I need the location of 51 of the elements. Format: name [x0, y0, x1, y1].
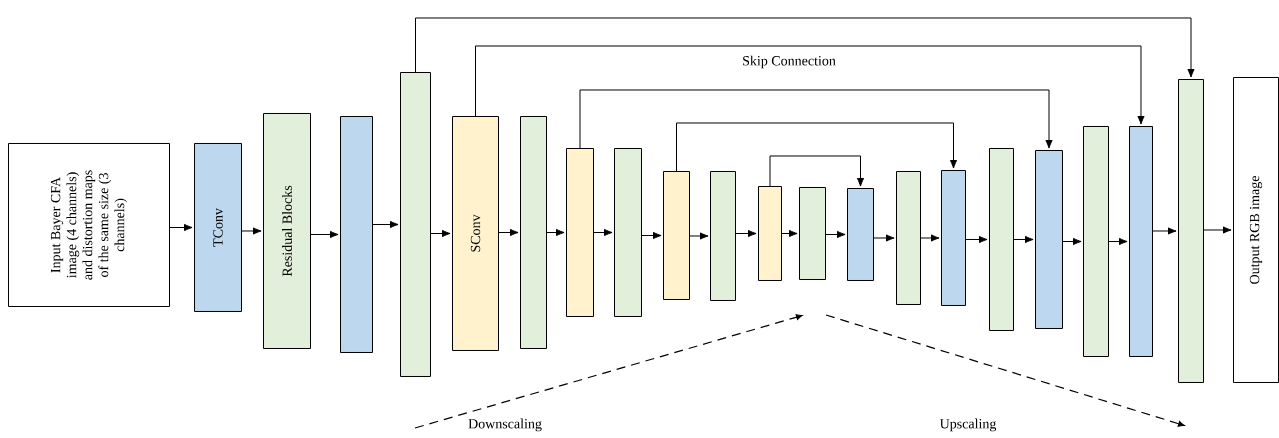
- arrow: [689, 232, 709, 240]
- layer-block: SConv: [452, 116, 499, 351]
- arrow: [415, 17, 1195, 78]
- arrow: [641, 231, 662, 240]
- layer-block: [663, 171, 690, 300]
- arrow: [735, 229, 757, 238]
- layer-block: [1083, 126, 1109, 357]
- layer-block: [799, 187, 826, 280]
- label: Skip Connection: [743, 55, 836, 69]
- arrow: [781, 229, 798, 238]
- arrow: [430, 229, 451, 238]
- arrow: [825, 230, 846, 239]
- label: Upscaling: [939, 418, 997, 432]
- arrow: [1062, 237, 1082, 246]
- layer-block: Residual Blocks: [263, 113, 311, 349]
- label: Downscaling: [468, 418, 542, 432]
- layer-block: [758, 186, 782, 281]
- layer-block: [710, 171, 736, 301]
- arrow: [769, 155, 865, 187]
- layer-block: [1035, 150, 1063, 329]
- layer-block: [1129, 126, 1153, 357]
- arrow: [310, 230, 339, 239]
- arrow: [498, 228, 519, 237]
- arrow: [372, 220, 399, 229]
- layer-block: [847, 188, 874, 281]
- layer-block: [520, 116, 547, 349]
- input-box: Input Bayer CFA image (4 channels) and distortion maps of the same size (3 channels): [8, 143, 170, 307]
- arrow: [169, 223, 193, 232]
- layer-block: [989, 148, 1014, 331]
- layer-block: [614, 148, 642, 317]
- arrow: [873, 234, 895, 242]
- arrow: [1108, 237, 1128, 246]
- arrow: [593, 228, 613, 237]
- arrow: [920, 234, 940, 242]
- layer-block: [941, 170, 966, 306]
- arrow: [475, 45, 1145, 125]
- arrow: [1203, 226, 1232, 234]
- output-box: Output RGB image: [1233, 77, 1279, 383]
- arrow: [676, 122, 958, 172]
- arrow: [546, 228, 565, 237]
- layer-block: TConv: [194, 143, 242, 312]
- layer-block: [566, 148, 594, 317]
- arrow: [1013, 235, 1034, 244]
- arrow: [1152, 227, 1177, 235]
- layer-block: [340, 116, 373, 353]
- arrow: [579, 89, 1053, 149]
- layer-block: [896, 171, 921, 305]
- layer-block: [1178, 79, 1204, 383]
- arrow: [965, 235, 988, 244]
- arrow: [241, 227, 262, 235]
- layer-block: [400, 72, 431, 377]
